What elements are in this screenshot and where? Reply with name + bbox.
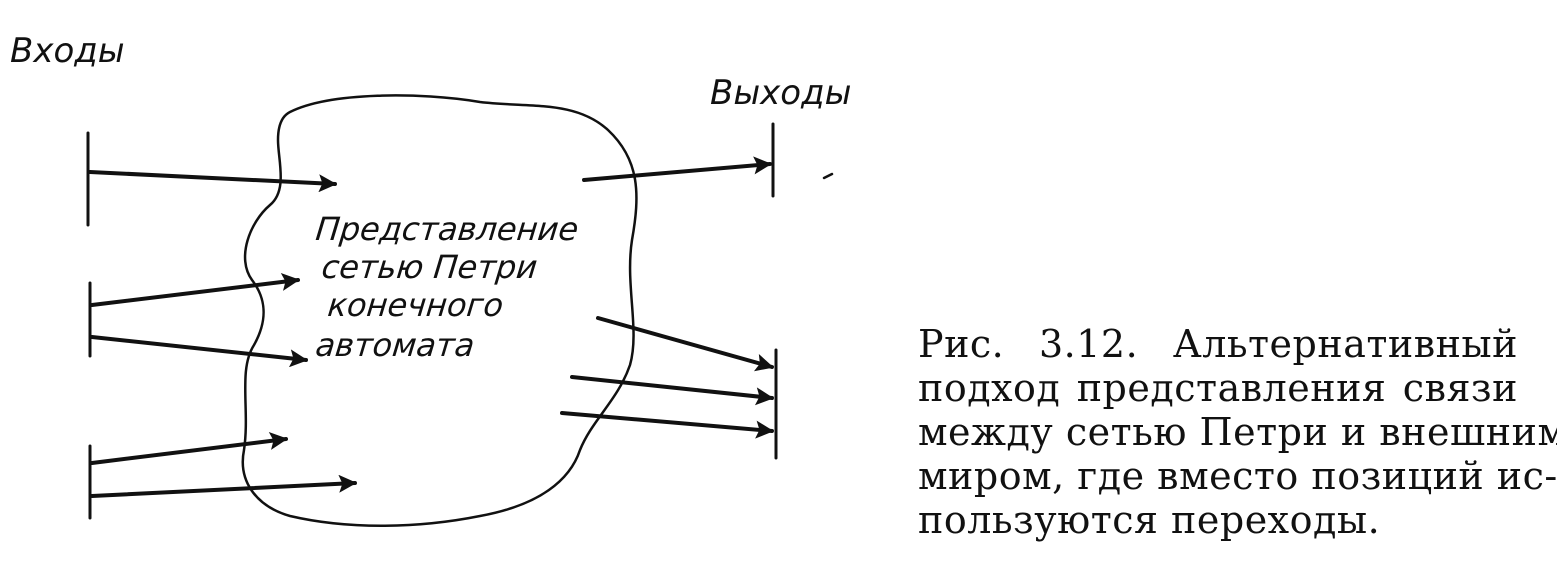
outputs-label: Выходы [710, 73, 851, 113]
caption-line-3: между сетью Петри и внешним [918, 410, 1557, 454]
figure-caption: Рис. 3.12. Альтернативный подход предста… [918, 322, 1557, 542]
inputs-label: Входы [10, 31, 125, 71]
stray-mark [822, 172, 834, 180]
center-label: Представление сетью Петри конечного авто… [314, 210, 581, 364]
caption-line-1: Рис. 3.12. Альтернативный [918, 322, 1518, 366]
input-transitions [86, 131, 92, 520]
caption-line-4: миром, где вместо позиций ис- [918, 454, 1557, 498]
input-arc-5 [90, 474, 357, 498]
input-arc-1 [88, 170, 337, 193]
center-label-line-2: сетью Петри [320, 248, 539, 286]
center-label-line-1: Представление [314, 210, 580, 248]
input-arcs [88, 170, 357, 498]
output-arcs [560, 156, 774, 439]
input-arc-4 [90, 432, 288, 465]
output-arc-2 [596, 316, 774, 372]
output-transitions [771, 122, 778, 460]
center-label-line-3: конечного [326, 286, 505, 324]
caption-line-2: подход представления связи [918, 366, 1518, 410]
input-arc-2 [90, 273, 300, 307]
caption-line-5: пользуются переходы. [918, 498, 1381, 542]
output-arc-1 [582, 156, 772, 182]
output-arc-4 [560, 411, 774, 439]
center-label-line-4: автомата [314, 326, 477, 364]
input-arc-3 [90, 335, 308, 368]
output-arc-3 [570, 375, 774, 406]
automaton-cloud [241, 94, 638, 527]
